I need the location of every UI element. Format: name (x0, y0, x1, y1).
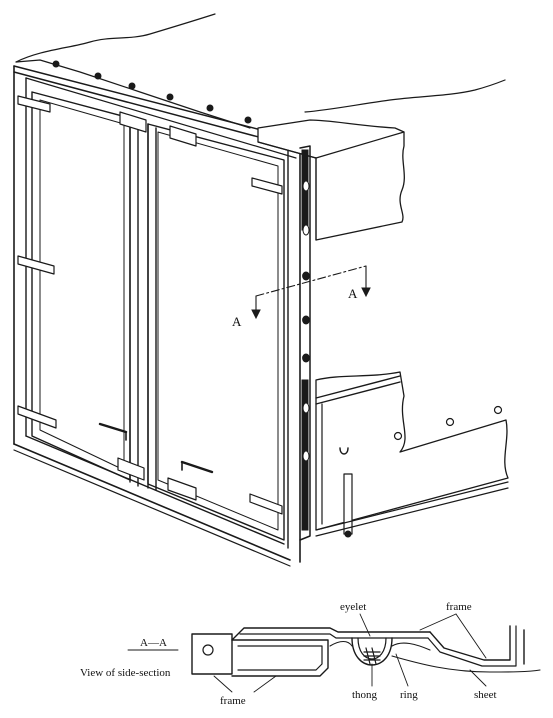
roof-tarpaulin (15, 13, 506, 129)
section-caption: View of side-section (80, 667, 171, 679)
side-edge-strip (299, 145, 311, 541)
label-eyelet: eyelet (340, 601, 366, 613)
door-hinges (17, 95, 283, 515)
cross-section-detail (191, 625, 541, 677)
label-frame-top: frame (446, 601, 472, 613)
section-line-a-a (251, 265, 371, 320)
left-door-leaf (31, 91, 139, 487)
leader-lines (213, 613, 487, 693)
label-frame-bottom: frame (220, 695, 246, 707)
label-sheet: sheet (474, 689, 497, 701)
side-wall-lower (315, 371, 509, 538)
label-thong: thong (352, 689, 378, 701)
section-title: A—A (140, 637, 167, 649)
side-wall-upper (257, 119, 405, 241)
rear-door-frame (13, 65, 301, 567)
section-marker-right: A (348, 286, 358, 301)
right-door-leaf (147, 123, 285, 541)
section-marker-left: A (232, 314, 242, 329)
label-ring: ring (400, 689, 418, 701)
top-rail (13, 60, 301, 159)
